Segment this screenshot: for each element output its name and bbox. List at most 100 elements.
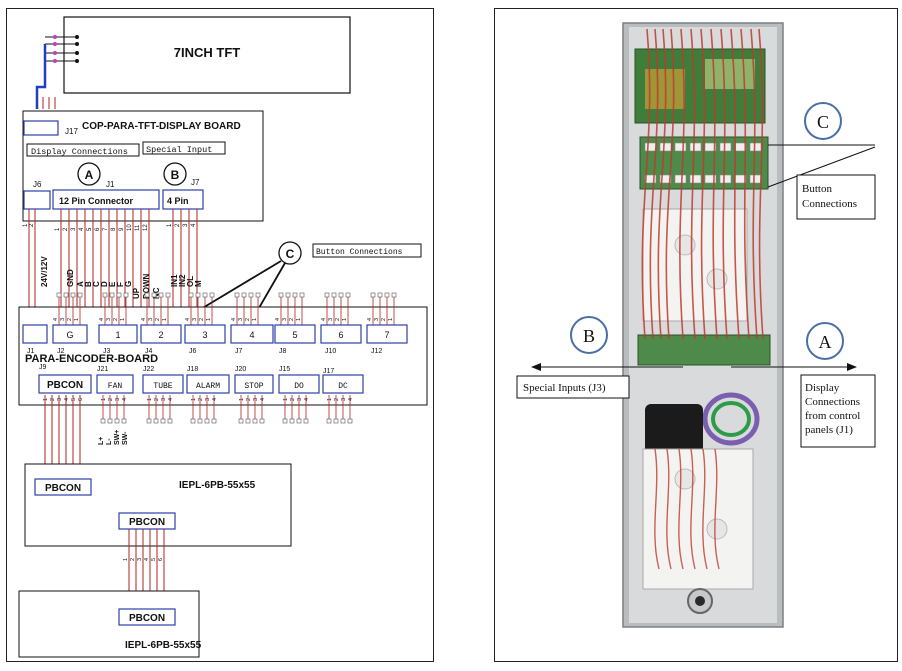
red-wire xyxy=(649,28,659,340)
encoder-bottom-connector xyxy=(186,374,230,394)
pin-number: 3 xyxy=(253,398,259,401)
display-connections-line3: from control xyxy=(805,410,860,422)
pcb-header xyxy=(704,142,717,152)
pin-number: 4 xyxy=(191,223,197,227)
pushbutton-1b xyxy=(706,268,728,290)
a-arrowhead xyxy=(847,363,857,371)
signal-label: E xyxy=(108,281,117,287)
pin-number: 2 xyxy=(245,318,251,321)
pin-pad xyxy=(190,418,196,424)
encoder-bottom-connector xyxy=(322,374,364,394)
pin-pad xyxy=(278,292,284,298)
pin-pad xyxy=(234,292,240,298)
pin-pad xyxy=(144,292,150,298)
pcb-header xyxy=(659,142,672,152)
connector-4pin-label: 4 Pin xyxy=(167,196,189,206)
encoder-top-jack-label: J1 xyxy=(27,348,35,355)
fan-wire-label: L- xyxy=(106,438,113,445)
pin-number: 2 xyxy=(108,398,114,401)
encoder-bottom-connector xyxy=(96,374,134,394)
pin-number: 2 xyxy=(198,398,204,401)
pin-number: 2 xyxy=(50,398,56,401)
encoder-bottom-jack-label: J21 xyxy=(97,366,108,373)
photo-marker-c xyxy=(804,102,842,140)
photo-marker-a xyxy=(806,322,844,360)
pin-pad xyxy=(285,292,291,298)
pin-pad xyxy=(121,418,127,424)
pin-pad xyxy=(338,292,344,298)
encoder-bottom-jack-label: J9 xyxy=(39,364,47,371)
pin-number: 5 xyxy=(87,227,93,231)
pin-number: 8 xyxy=(111,227,117,231)
pin-number: 3 xyxy=(137,558,143,561)
special-input-box xyxy=(142,141,226,155)
red-wire xyxy=(730,28,740,340)
pin-number: 11 xyxy=(135,224,141,231)
j7-connector xyxy=(162,189,204,210)
pin-number: 4 xyxy=(212,398,218,401)
wiring-schematic-panel: 7INCH TFT J17 COP-PARA-TFT-DISPLAY BOARD… xyxy=(6,8,434,662)
encoder-bottom-connector xyxy=(142,374,184,394)
pin-number: 1 xyxy=(162,318,168,321)
photo-button-connections-line2: Connections xyxy=(802,198,857,210)
pin-pad xyxy=(331,292,337,298)
pin-pad xyxy=(238,418,244,424)
photo-marker-a-label: A xyxy=(819,332,832,352)
pin-number: 4 xyxy=(275,318,281,321)
pin-pad xyxy=(255,292,261,298)
pin-pad xyxy=(391,292,397,298)
encoder-top-connector-label: 6 xyxy=(338,330,343,340)
encoder-bottom-connector xyxy=(234,374,274,394)
button-pcb-connectors xyxy=(644,142,762,184)
pin-pad xyxy=(56,292,62,298)
pcb-header xyxy=(719,142,732,152)
j1-connector xyxy=(52,189,160,210)
j6-connector xyxy=(23,190,51,210)
pin-pad xyxy=(345,292,351,298)
pin-pad xyxy=(102,292,108,298)
display-connections-box xyxy=(800,374,876,448)
photo-marker-b xyxy=(570,316,608,354)
pin-pad xyxy=(202,292,208,298)
encoder-top-connector-label: 4 xyxy=(249,330,254,340)
pin-pad xyxy=(282,418,288,424)
pin-number: 3 xyxy=(57,398,63,401)
pin-pad xyxy=(245,418,251,424)
red-wire xyxy=(750,28,758,340)
pin-number: 5 xyxy=(151,558,157,561)
pin-pad xyxy=(384,292,390,298)
pin-number: 4 xyxy=(141,318,147,321)
pin-number: 7 xyxy=(103,227,109,231)
pin-number: 1 xyxy=(191,398,197,401)
pin-number: 2 xyxy=(290,398,296,401)
pin-pad xyxy=(123,292,129,298)
signal-label: C xyxy=(92,281,101,287)
encoder-bottom-jack-label: J18 xyxy=(187,366,198,373)
pin-pad xyxy=(153,418,159,424)
cop-photo-illustration: C Button Connections B Special Inputs (J… xyxy=(516,22,876,628)
display-board-title: COP-PARA-TFT-DISPLAY BOARD xyxy=(82,121,241,132)
pin-pad xyxy=(241,292,247,298)
pin-pad xyxy=(70,292,76,298)
special-inputs-box xyxy=(516,375,630,399)
pcb-header xyxy=(749,142,762,152)
pcb-header xyxy=(689,142,702,152)
pin-number: 4 xyxy=(348,398,354,401)
red-wire xyxy=(758,28,764,340)
pin-pad xyxy=(211,418,217,424)
pin-number: 1 xyxy=(55,227,61,231)
encoder-top-jack-label: J4 xyxy=(145,348,153,355)
pin-number: 2 xyxy=(289,318,295,321)
encoder-bottom-jack-label: J15 xyxy=(279,366,290,373)
pin-pad xyxy=(292,292,298,298)
pin-pad xyxy=(151,292,157,298)
pushbutton-2b xyxy=(706,518,728,540)
pin-pad xyxy=(109,292,115,298)
encoder-bottom-connector-label: STOP xyxy=(244,382,263,391)
red-wires xyxy=(641,28,764,570)
connector-12pin-label: 12 Pin Connector xyxy=(59,196,134,206)
display-connections-line4: panels (J1) xyxy=(805,424,853,436)
pin-pad xyxy=(377,292,383,298)
pin-pad xyxy=(252,418,258,424)
